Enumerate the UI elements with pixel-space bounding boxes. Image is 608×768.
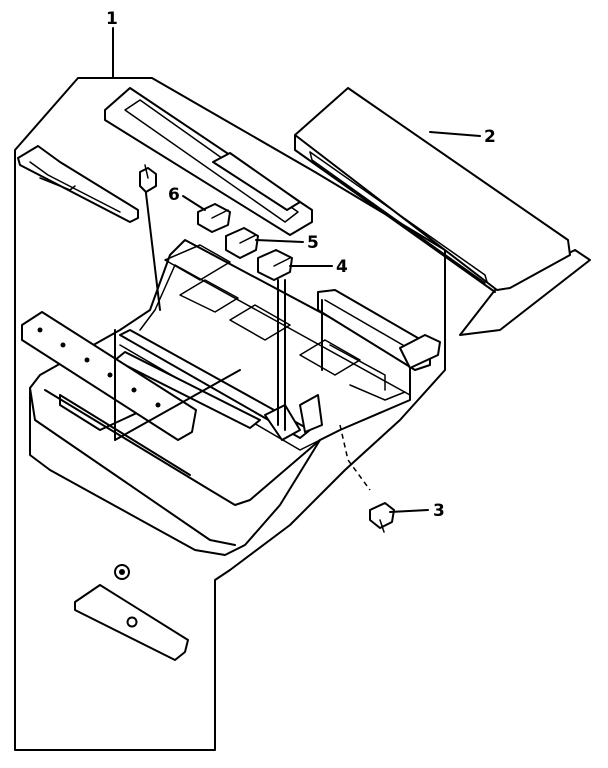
leader-guides [114, 184, 371, 491]
callout-leaders [112, 27, 481, 513]
left-bracket [17, 145, 139, 223]
part-2-cover-panel [294, 87, 591, 336]
callout-3: 3 [433, 501, 445, 521]
callout-5: 5 [307, 233, 319, 253]
top-rail [104, 87, 313, 236]
part-3-clip [369, 502, 395, 533]
lower-bracket [74, 564, 189, 661]
part-6-roller [197, 203, 231, 233]
callout-1: 1 [106, 9, 118, 29]
pin-fastener [139, 164, 157, 193]
part-4-roller [257, 249, 293, 281]
assembly-outline [14, 77, 446, 751]
callout-4: 4 [336, 257, 348, 277]
callout-2: 2 [484, 127, 496, 147]
tray-body [29, 239, 441, 556]
front-plate [21, 311, 197, 441]
callout-6: 6 [168, 185, 180, 205]
part-5-roller [225, 227, 259, 259]
